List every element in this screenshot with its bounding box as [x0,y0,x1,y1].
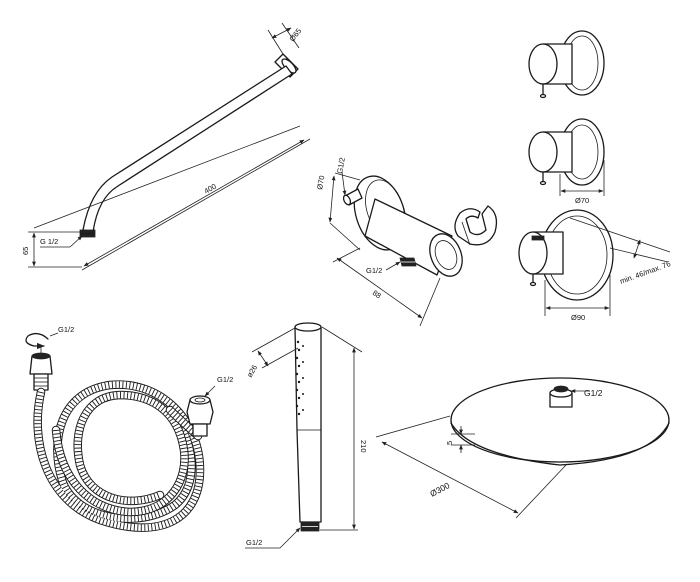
spray-nozzles [295,340,304,416]
hose-coils [33,380,205,532]
rain-shower-head: G1/2 5 Ø300 [375,377,670,519]
arm-height-label: 65 [21,247,30,255]
mixer-install-depth-label: min. 46/max. 76 [619,259,672,286]
arm-thread-label: G 1/2 [40,237,58,246]
outlet-diameter-label: Ø70 [315,175,326,191]
outlet-bottom-thread-label: G1/2 [366,266,382,275]
handset-holder [454,205,498,246]
shower-arm: Ø65 400 65 G 1/2 [21,22,311,271]
mixer-thermostatic-large: Ø90 min. 46/max. 76 [518,209,672,322]
hand-shower-diameter-label: ø26 [245,363,259,379]
shower-head-thickness-label: 5 [445,441,454,445]
hand-shower-length-label: 210 [359,440,368,453]
outlet-top-thread-label: G1/2 [335,157,347,175]
hand-shower-body [294,326,322,523]
wall-outlet-with-holder: Ø70 G1/2 G1/2 88 [315,157,498,327]
hand-shower: ø26 210 G1/2 [245,322,368,549]
shower-head-thread-label: G1/2 [584,388,603,398]
hose-left-thread-label: G1/2 [58,325,74,334]
shower-head-plate [450,377,670,463]
mixer-small-diameter-label: Ø70 [575,196,589,205]
shower-head-diameter-label: Ø300 [428,480,451,499]
mixer-single-small [528,30,605,99]
hose-right-thread-label: G1/2 [217,375,233,384]
hand-shower-thread-label: G1/2 [246,538,262,547]
concealed-mixers: Ø70 Ø90 min. 46/max. 76 [518,30,672,322]
outlet-depth-label: 88 [371,288,383,300]
mixer-large-diameter-label: Ø90 [571,313,585,322]
shower-hose: G1/2 G1/2 [25,325,233,532]
mixer-single-medium: Ø70 [528,118,605,205]
